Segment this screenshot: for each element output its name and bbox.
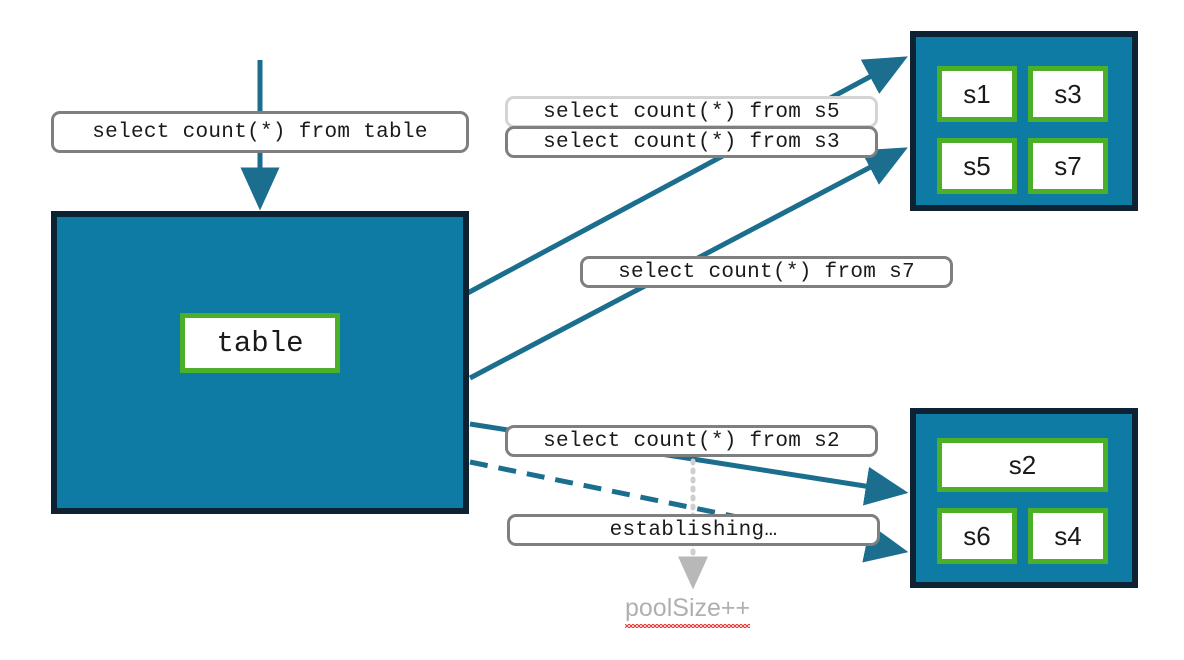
query-label-table-text: select count(*) from table: [92, 120, 428, 144]
query-label-s3-text: select count(*) from s3: [543, 130, 840, 154]
query-label-table[interactable]: select count(*) from table: [51, 111, 469, 153]
node-s5-label: s5: [963, 151, 991, 181]
node-s4[interactable]: s4: [1028, 508, 1108, 564]
spellcheck-squiggle-underline: [625, 624, 751, 628]
node-s5[interactable]: s5: [937, 138, 1017, 194]
node-s7[interactable]: s7: [1028, 138, 1108, 194]
annotation-poolsize: poolSize++: [625, 594, 751, 628]
node-table-label: table: [216, 326, 304, 360]
query-label-s2[interactable]: select count(*) from s2: [505, 425, 878, 457]
annotation-poolsize-text: poolSize++: [625, 594, 751, 622]
query-label-s3[interactable]: select count(*) from s3: [505, 126, 878, 158]
node-s6-label: s6: [963, 521, 991, 551]
node-s3[interactable]: s3: [1028, 66, 1108, 122]
node-s4-label: s4: [1054, 521, 1082, 551]
node-s1-label: s1: [963, 79, 991, 109]
node-s6[interactable]: s6: [937, 508, 1017, 564]
query-label-s5-text: select count(*) from s5: [543, 100, 840, 124]
node-table[interactable]: table: [180, 313, 340, 373]
status-label-establishing[interactable]: establishing…: [507, 514, 880, 546]
query-label-s7-text: select count(*) from s7: [618, 260, 915, 284]
node-s2-label: s2: [1008, 450, 1037, 480]
query-label-s2-text: select count(*) from s2: [543, 429, 840, 453]
node-s3-label: s3: [1054, 79, 1082, 109]
node-s7-label: s7: [1054, 151, 1082, 181]
query-label-s7[interactable]: select count(*) from s7: [580, 256, 953, 288]
status-label-establishing-text: establishing…: [609, 518, 778, 542]
node-s2[interactable]: s2: [937, 438, 1108, 492]
node-s1[interactable]: s1: [937, 66, 1017, 122]
query-label-s5[interactable]: select count(*) from s5: [505, 96, 878, 128]
